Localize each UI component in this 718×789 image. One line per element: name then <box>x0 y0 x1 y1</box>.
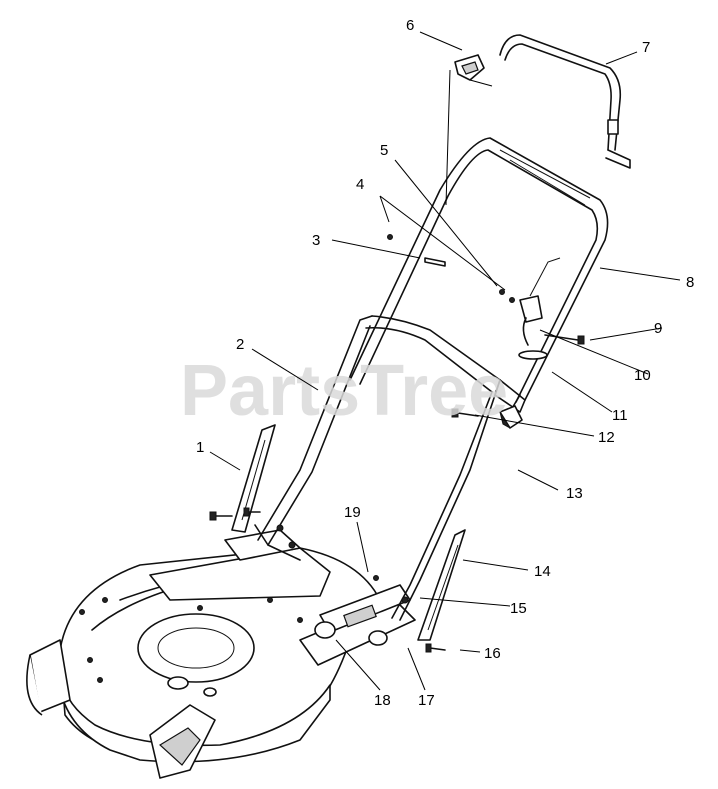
callout-4: 4 <box>356 176 364 193</box>
wheel-bracket-left <box>231 424 276 533</box>
callout-7: 7 <box>642 39 650 56</box>
callout-6: 6 <box>406 17 414 34</box>
callout-labels: 1 2 3 4 5 6 7 8 9 10 11 12 13 14 15 16 1… <box>196 17 694 709</box>
upper-handle <box>349 137 609 413</box>
callout-5: 5 <box>380 142 388 159</box>
callout-15: 15 <box>510 600 527 617</box>
callout-8: 8 <box>686 274 694 291</box>
callout-12: 12 <box>598 429 615 446</box>
callout-3: 3 <box>312 232 320 249</box>
callout-17: 17 <box>418 692 435 709</box>
wheel-bracket-right <box>417 529 466 641</box>
callout-9: 9 <box>654 320 662 337</box>
callout-leaders <box>209 31 681 691</box>
callout-14: 14 <box>534 563 551 580</box>
lower-handle-left <box>254 315 501 561</box>
callout-19: 19 <box>344 504 361 521</box>
bail-bar <box>499 34 631 169</box>
height-adjuster-assembly <box>299 584 416 666</box>
hardware <box>209 234 585 653</box>
grommet <box>518 350 548 360</box>
watermark: PartsTree <box>180 351 508 431</box>
callout-1: 1 <box>196 439 204 456</box>
callout-13: 13 <box>566 485 583 502</box>
callout-10: 10 <box>634 367 651 384</box>
callout-11: 11 <box>612 407 628 424</box>
mower-deck <box>26 529 381 779</box>
control-box <box>445 54 493 206</box>
callout-2: 2 <box>236 336 244 353</box>
cable-clip <box>519 257 561 346</box>
callout-16: 16 <box>484 645 501 662</box>
callout-18: 18 <box>374 692 391 709</box>
